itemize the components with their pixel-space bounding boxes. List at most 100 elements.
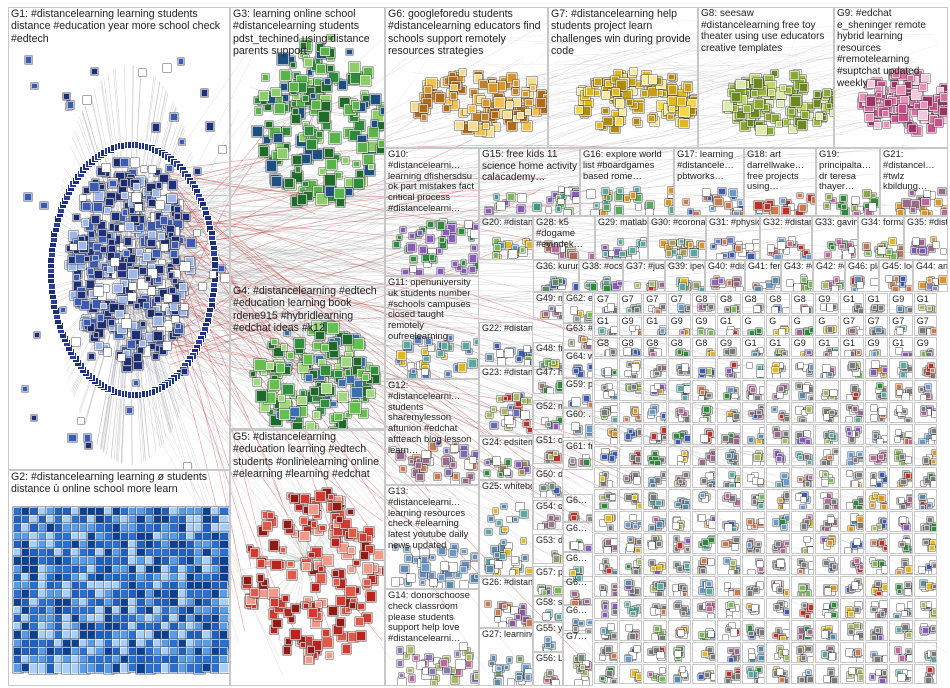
node xyxy=(338,392,348,402)
node xyxy=(297,396,306,405)
small-group-cell xyxy=(594,446,618,467)
node xyxy=(684,435,691,442)
node xyxy=(772,307,778,313)
node xyxy=(729,483,735,488)
group-cell-g26: G26: #distanc… #onted lessons… xyxy=(479,576,533,628)
node xyxy=(255,107,262,114)
node xyxy=(780,85,787,92)
node xyxy=(778,386,784,392)
node xyxy=(729,252,734,257)
node-cluster xyxy=(866,447,888,466)
node xyxy=(291,604,300,613)
node-cluster xyxy=(595,381,617,400)
node xyxy=(895,437,900,442)
node-cluster xyxy=(890,403,912,422)
group-label-g46: G46: play… xyxy=(848,261,877,271)
node xyxy=(637,503,642,509)
node xyxy=(437,583,442,588)
node xyxy=(552,279,559,286)
group-cell-g59: G59: peb… xyxy=(563,378,593,408)
node xyxy=(933,242,939,248)
node xyxy=(902,352,909,357)
node xyxy=(515,461,522,468)
node xyxy=(648,115,654,121)
node xyxy=(206,122,214,130)
node xyxy=(701,435,708,442)
group-cell-g64: G64: wel… xyxy=(563,350,593,378)
node xyxy=(316,573,326,583)
node xyxy=(525,360,531,366)
node xyxy=(558,199,563,204)
node xyxy=(219,663,229,673)
group-label-g34: G34: format… salam… xyxy=(861,217,902,227)
node xyxy=(443,667,451,675)
node xyxy=(485,529,491,535)
node xyxy=(571,515,577,521)
node-cluster xyxy=(620,512,642,531)
small-group-cell: G xyxy=(815,315,839,336)
group-cell-g50: G50: dist… xyxy=(533,468,563,498)
small-group-cell: G8 xyxy=(692,293,716,314)
node xyxy=(920,505,926,510)
node xyxy=(782,207,790,215)
node-cluster xyxy=(718,447,740,466)
node xyxy=(856,350,861,355)
node xyxy=(508,679,514,685)
node xyxy=(374,550,384,560)
node xyxy=(424,86,432,94)
group-cell-g7: G7: #distancelearning help students proj… xyxy=(548,7,698,148)
group-label-g61: G61: free… xyxy=(566,441,591,451)
node xyxy=(460,643,467,650)
small-group-cell: G xyxy=(742,315,766,336)
small-group-cell xyxy=(594,511,618,532)
node xyxy=(905,473,911,479)
node xyxy=(866,96,877,107)
small-group-cell: G8 xyxy=(791,293,815,314)
node xyxy=(605,368,611,374)
small-group-cell xyxy=(840,358,864,379)
node xyxy=(496,520,502,526)
small-group-cell xyxy=(619,467,643,488)
node-cluster xyxy=(816,359,838,378)
node xyxy=(756,439,762,445)
node xyxy=(516,675,522,681)
small-group-cell: G9 xyxy=(668,315,692,336)
node xyxy=(753,244,760,251)
node xyxy=(507,193,515,201)
node-cluster xyxy=(480,367,532,435)
node xyxy=(290,494,299,503)
node xyxy=(363,563,373,573)
small-group-cell: G8 xyxy=(692,337,716,358)
node xyxy=(801,497,806,502)
node xyxy=(754,395,761,401)
node xyxy=(485,601,491,607)
node xyxy=(908,439,913,445)
node xyxy=(585,545,592,552)
node xyxy=(660,304,666,310)
group-label-g57: G57: pha… xyxy=(536,567,561,577)
node-cluster xyxy=(693,468,715,487)
small-group-label: G8 xyxy=(671,338,690,348)
node xyxy=(289,82,299,92)
node-cluster xyxy=(816,468,838,487)
node xyxy=(311,100,321,110)
group-label-g20: G20: #distanc… join #tcrwp zoom_… xyxy=(482,217,531,227)
node xyxy=(368,127,378,137)
node xyxy=(703,406,710,413)
small-group-cell: G8 xyxy=(766,293,790,314)
group-label-g24: G24: edsitem… #congre… neh_edu… xyxy=(482,437,531,447)
node xyxy=(921,198,930,207)
group-label-g13: G13: #distancelearni… learning resources… xyxy=(388,486,477,551)
node xyxy=(497,81,507,91)
node xyxy=(586,425,593,433)
node xyxy=(336,516,343,523)
node xyxy=(855,417,862,423)
node xyxy=(370,94,381,105)
group-label-g49: G49: my… xyxy=(536,293,561,303)
node xyxy=(660,328,666,334)
node-cluster xyxy=(669,512,691,531)
group-label-g39: G39: ipevo… xyxy=(668,261,703,271)
node xyxy=(827,455,832,460)
node xyxy=(533,203,541,211)
node xyxy=(784,492,789,498)
